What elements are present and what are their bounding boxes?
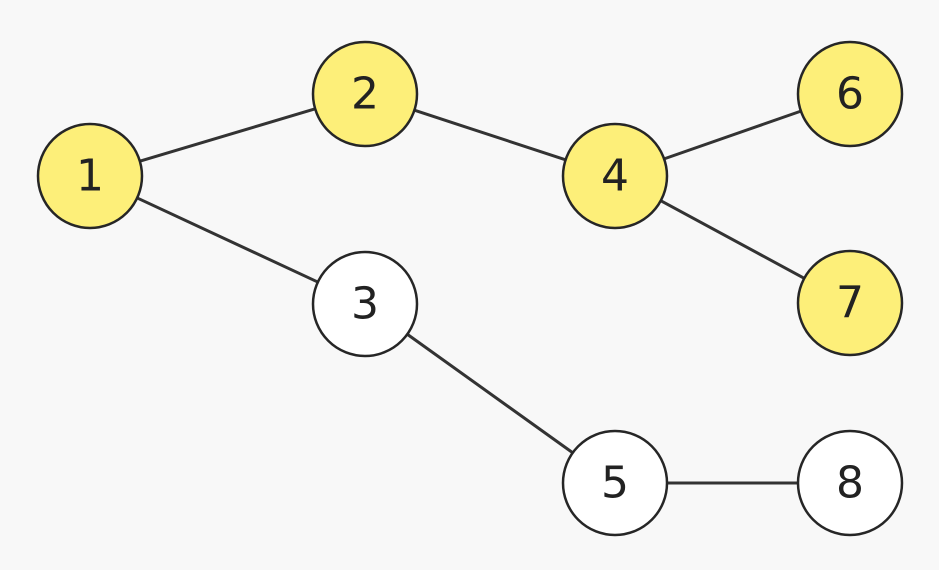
node-circle-2 xyxy=(311,40,419,148)
edge-1-3 xyxy=(135,196,320,284)
node-5: 5 xyxy=(561,429,669,537)
node-7: 7 xyxy=(796,249,904,357)
edge-3-5 xyxy=(405,332,575,455)
node-4: 4 xyxy=(561,122,669,230)
node-label-2: 2 xyxy=(351,69,379,120)
edges-layer xyxy=(135,107,806,485)
node-label-4: 4 xyxy=(601,151,629,202)
node-circle-6 xyxy=(796,40,904,148)
edge-1-2 xyxy=(138,107,317,163)
node-circle-7 xyxy=(796,249,904,357)
node-label-1: 1 xyxy=(76,151,104,202)
node-circle-3 xyxy=(311,250,419,358)
node-label-7: 7 xyxy=(836,278,864,329)
node-label-3: 3 xyxy=(351,279,379,330)
edge-4-6 xyxy=(662,109,803,161)
node-label-8: 8 xyxy=(836,458,864,509)
node-3: 3 xyxy=(311,250,419,358)
node-1: 1 xyxy=(36,122,144,230)
node-label-5: 5 xyxy=(601,458,629,509)
node-6: 6 xyxy=(796,40,904,148)
node-circle-5 xyxy=(561,429,669,537)
node-label-6: 6 xyxy=(836,69,864,120)
edge-4-7 xyxy=(659,199,806,280)
nodes-layer: 1 2 3 4 5 6 7 8 xyxy=(36,40,904,537)
edge-2-4 xyxy=(412,108,568,162)
node-8: 8 xyxy=(796,429,904,537)
node-circle-1 xyxy=(36,122,144,230)
node-2: 2 xyxy=(311,40,419,148)
node-circle-8 xyxy=(796,429,904,537)
node-circle-4 xyxy=(561,122,669,230)
